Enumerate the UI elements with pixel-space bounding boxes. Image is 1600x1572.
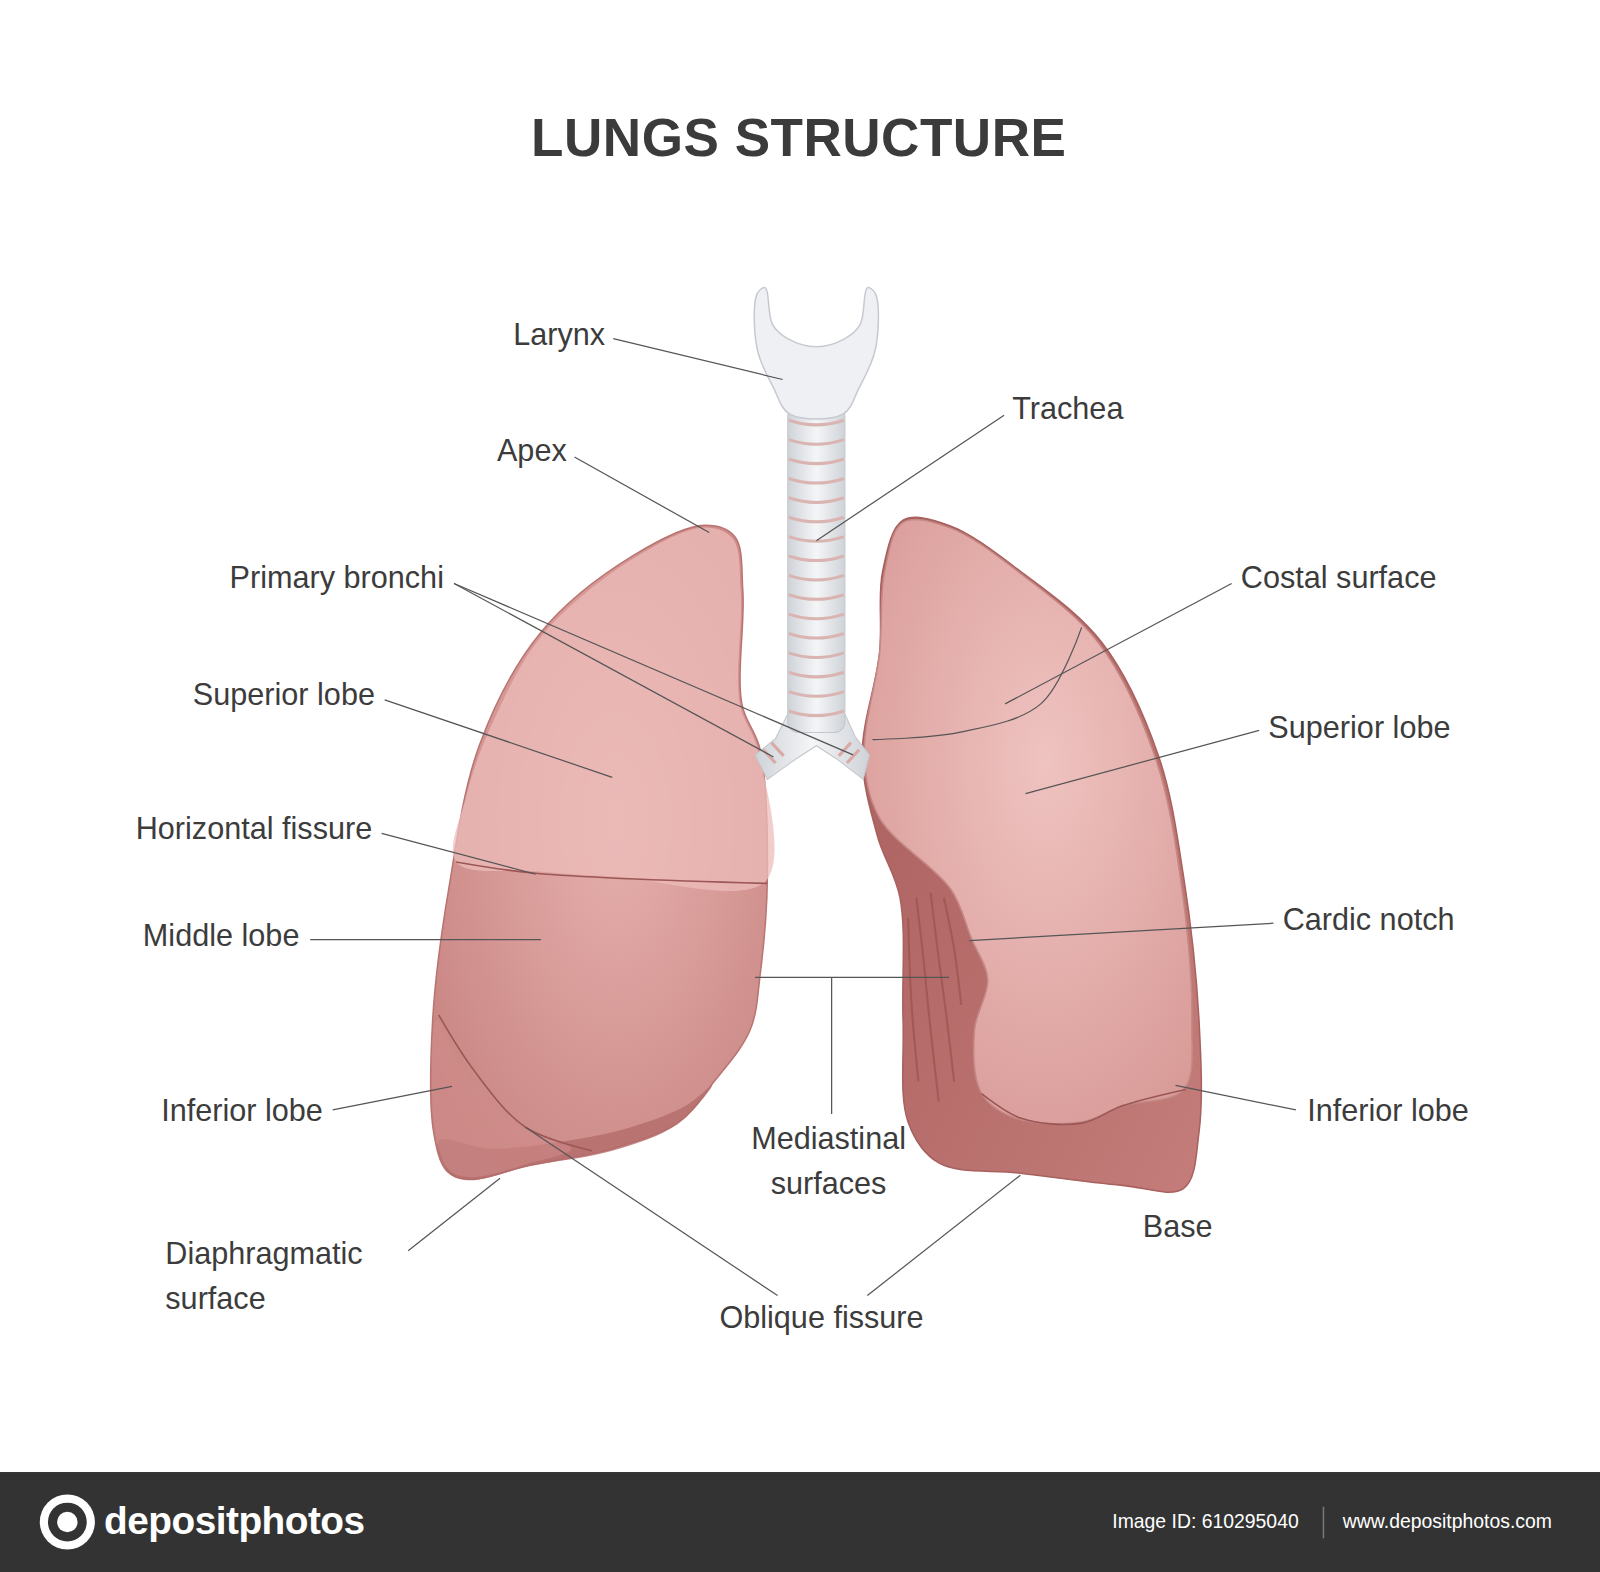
leader-line xyxy=(333,1086,452,1109)
tracheal-ring xyxy=(789,498,844,503)
trachea-tube xyxy=(788,406,845,732)
logo-icon xyxy=(40,1494,95,1549)
leader-line xyxy=(574,457,709,532)
part-label: Larynx xyxy=(513,316,605,353)
tracheal-ring xyxy=(789,459,844,464)
left-lung xyxy=(862,517,1201,1192)
right-lung-inferior xyxy=(432,1020,572,1177)
part-label: Costal surface xyxy=(1241,559,1437,596)
tracheal-ring xyxy=(789,653,844,658)
part-label: Diaphragmatic surface xyxy=(165,1231,415,1322)
part-label: Superior lobe xyxy=(1268,709,1450,746)
leader-line xyxy=(385,700,613,778)
mediastinal-surface xyxy=(908,918,918,1081)
tracheal-ring xyxy=(789,420,844,425)
tracheal-ring xyxy=(789,692,844,697)
diagram-title: LUNGS STRUCTURE xyxy=(531,106,1066,170)
tracheal-ring xyxy=(789,517,844,522)
part-label: Oblique fissure xyxy=(719,1300,923,1337)
footer-divider xyxy=(1323,1507,1325,1539)
tracheal-ring xyxy=(789,595,844,600)
leader-line xyxy=(816,415,1004,540)
bronchus-ring xyxy=(847,750,859,763)
tracheal-ring xyxy=(789,614,844,619)
part-label: Cardic notch xyxy=(1283,902,1455,939)
part-label: Primary bronchi xyxy=(230,559,444,596)
logo-icon xyxy=(57,1512,77,1532)
superior-lobe xyxy=(453,527,775,891)
tracheal-ring xyxy=(789,440,844,445)
part-label: Inferior lobe xyxy=(1307,1093,1469,1130)
leader-line xyxy=(1026,730,1260,793)
image-id: Image ID: 610295040 xyxy=(1112,1510,1298,1533)
website-url: www.depositphotos.com xyxy=(1343,1510,1552,1533)
part-label: Horizontal fissure xyxy=(136,810,372,847)
leader-line xyxy=(1176,1085,1296,1109)
left-superior-lobe xyxy=(864,519,1192,1123)
leader-line xyxy=(454,584,853,755)
part-label: Middle lobe xyxy=(143,917,300,954)
tracheal-ring xyxy=(789,633,844,638)
part-label: Superior lobe xyxy=(193,676,375,713)
leader-line xyxy=(382,833,536,874)
leader-line xyxy=(408,1178,500,1250)
leader-line xyxy=(831,977,832,1114)
leader-line xyxy=(526,1127,778,1295)
fissure-line xyxy=(439,1015,592,1151)
tracheal-ring xyxy=(789,556,844,561)
larynx-cartilage xyxy=(754,288,878,420)
part-label: Trachea xyxy=(1012,391,1123,428)
part-label: Apex xyxy=(497,433,567,470)
mediastinal-surface xyxy=(931,893,954,1082)
part-label: Mediastinal surfaces xyxy=(716,1115,940,1206)
logo-icon xyxy=(48,1503,87,1542)
tracheal-ring xyxy=(789,711,844,716)
mediastinal-surface xyxy=(944,898,961,1005)
tracheal-ring xyxy=(789,575,844,580)
tracheal-ring xyxy=(789,672,844,677)
tracheal-ring xyxy=(789,478,844,483)
leader-line xyxy=(1005,584,1232,704)
leader-line xyxy=(969,923,1273,940)
watermark-logo: depositphotos xyxy=(104,1499,364,1546)
part-label: Inferior lobe xyxy=(161,1093,323,1130)
fissure-line xyxy=(982,1089,1186,1124)
leader-line xyxy=(755,977,949,978)
leader-line xyxy=(454,584,773,757)
leader-line xyxy=(872,627,1081,739)
leader-line xyxy=(867,1175,1020,1295)
footer-bar xyxy=(0,1472,1600,1572)
bronchus-ring xyxy=(771,743,783,756)
leader-line xyxy=(310,939,541,940)
part-label: Base xyxy=(1143,1209,1213,1246)
leader-line xyxy=(613,339,782,380)
